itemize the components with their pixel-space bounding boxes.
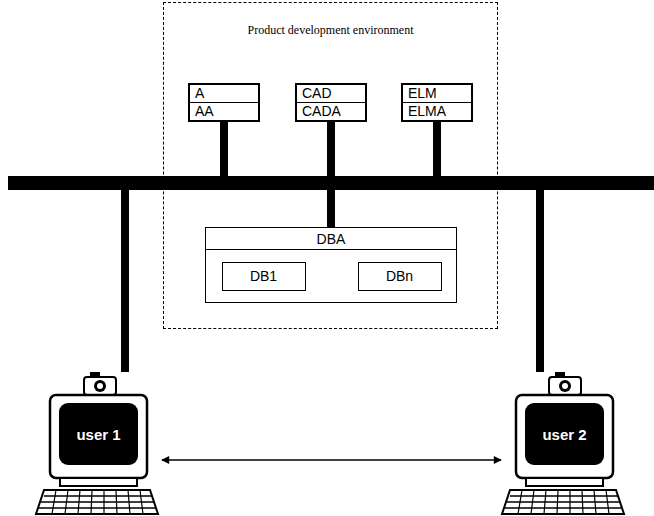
keyboard-keys	[52, 490, 143, 514]
bus-stub	[327, 188, 335, 229]
tool-name: A	[190, 85, 258, 103]
keyboard-symbol	[36, 490, 158, 514]
computer-illustration	[36, 372, 158, 514]
box-label: DB1	[250, 268, 277, 284]
database-box: DBn	[358, 262, 442, 291]
environment-boundary: Product development environmentAAA CADCAD…	[163, 2, 498, 329]
bus-stub	[327, 120, 335, 178]
user-screen: user 2	[525, 403, 604, 465]
bus-stub	[433, 120, 441, 178]
module-box: AAA	[188, 83, 260, 122]
keyboard-keys	[518, 490, 609, 514]
module-box: CADCADA	[295, 83, 367, 122]
keyboard-keys	[505, 496, 622, 508]
camera-symbol	[90, 372, 100, 378]
user-screen: user 1	[59, 403, 138, 465]
database-box: DB1	[222, 262, 306, 291]
tool-name: CAD	[297, 85, 365, 103]
monitor-base	[60, 478, 137, 486]
camera-symbol	[555, 372, 565, 378]
monitor-base	[526, 478, 603, 486]
monitor-body	[50, 395, 147, 478]
network-bus	[8, 176, 654, 190]
user-label: user 1	[76, 426, 120, 443]
camera-lens	[97, 383, 103, 389]
box-label: DBA	[206, 228, 456, 250]
camera-lens	[562, 383, 568, 389]
box-label: DBn	[386, 268, 413, 284]
database-box: DBA DB1 DBn	[205, 227, 457, 303]
user-label: user 2	[542, 426, 586, 443]
keyboard-keys	[39, 496, 156, 508]
monitor-body	[516, 395, 613, 478]
camera-symbol	[549, 377, 581, 395]
bus-stub	[536, 188, 544, 372]
adapter-name: AA	[190, 103, 258, 121]
tool-name: ELM	[403, 85, 471, 103]
computer-illustration	[502, 372, 624, 514]
group-heading: Product development environment	[164, 23, 497, 38]
bus-stub	[220, 120, 228, 178]
module-box: ELMELMA	[401, 83, 473, 122]
camera-lens	[94, 380, 106, 392]
camera-lens	[559, 380, 571, 392]
adapter-name: ELMA	[403, 103, 471, 121]
adapter-name: CADA	[297, 103, 365, 121]
camera-symbol	[84, 377, 116, 395]
bus-stub	[121, 188, 129, 372]
connector-arrow	[162, 459, 501, 461]
keyboard-symbol	[502, 490, 624, 514]
